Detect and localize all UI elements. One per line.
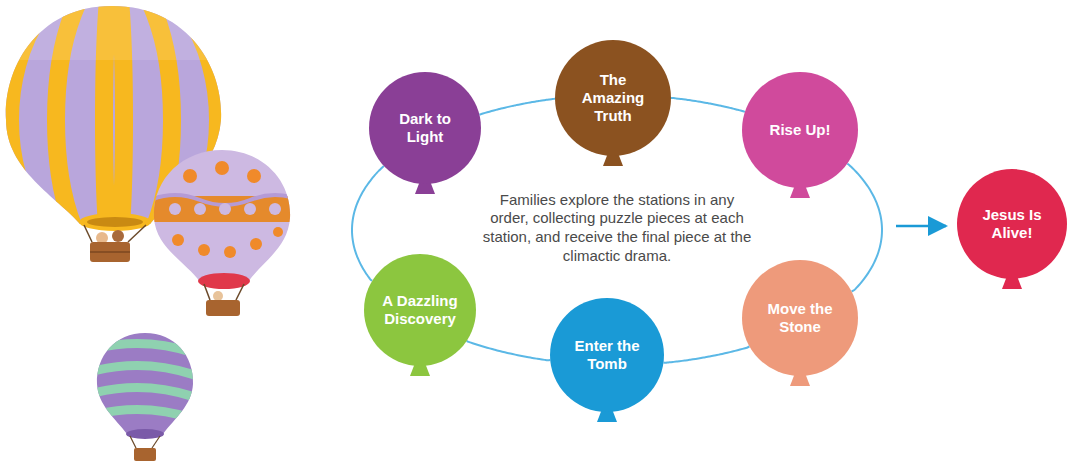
station-title: Move the Stone <box>760 300 840 336</box>
station-title: A Dazzling Discovery <box>378 292 462 328</box>
balloon-circle <box>555 40 671 156</box>
station-title: Rise Up! <box>770 121 831 139</box>
station-circle: Dark to Light <box>369 72 481 184</box>
balloon-circle <box>742 260 858 376</box>
station-circle: The Amazing Truth <box>555 40 671 156</box>
balloon-circle <box>364 254 476 366</box>
station-circle: A Dazzling Discovery <box>364 254 476 366</box>
balloon-circle <box>957 169 1067 279</box>
dotted-balloon <box>150 150 300 316</box>
ring-connector <box>467 341 550 360</box>
ring-connector <box>671 98 745 112</box>
station-circle: Move the Stone <box>742 260 858 376</box>
station-title: Dark to Light <box>386 110 464 146</box>
ring-connector <box>847 164 882 292</box>
ring-connector <box>352 166 384 281</box>
instruction-note: Families explore the stations in any ord… <box>479 191 755 266</box>
station-title: Enter the Tomb <box>568 337 646 373</box>
station-title: The Amazing Truth <box>571 71 655 125</box>
station-circle: Jesus Is Alive! <box>957 169 1067 279</box>
station-circle: Enter the Tomb <box>550 298 664 412</box>
balloon-circle <box>550 298 664 412</box>
striped-balloon <box>90 333 200 461</box>
station-title: Jesus Is Alive! <box>976 206 1048 242</box>
balloon-circle <box>742 72 858 188</box>
ring-connector <box>479 99 555 115</box>
balloon-circle <box>369 72 481 184</box>
station-circle: Rise Up! <box>742 72 858 188</box>
flow-arrow <box>896 225 946 228</box>
ring-connector <box>664 346 750 362</box>
